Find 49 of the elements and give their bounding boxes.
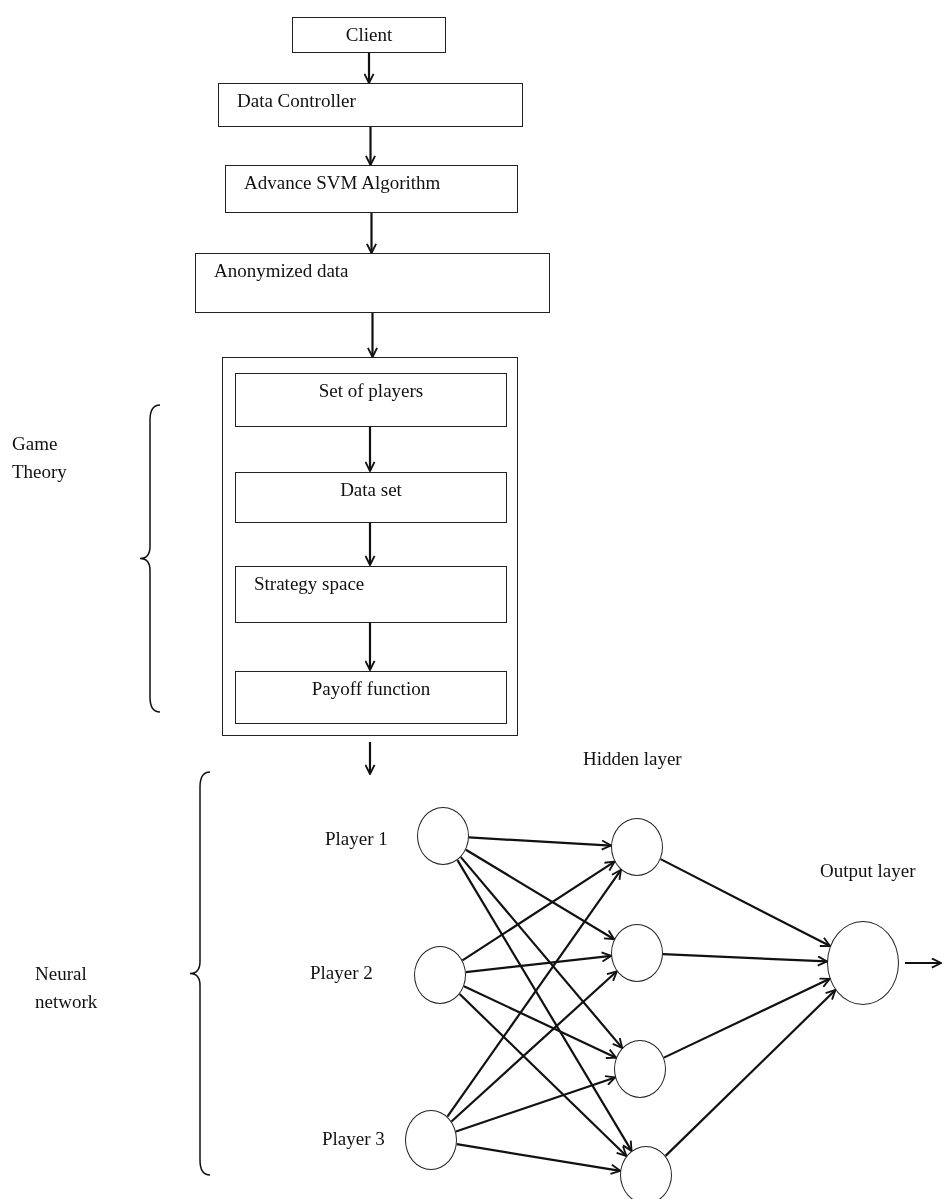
node-label: Set of players bbox=[318, 380, 424, 402]
node-label: Data set bbox=[340, 479, 402, 501]
arrow bbox=[468, 836, 612, 851]
text-label: Hidden layer bbox=[583, 748, 682, 770]
container-box bbox=[222, 357, 518, 736]
arrow bbox=[465, 848, 616, 941]
arrow bbox=[663, 977, 831, 1059]
process-box bbox=[225, 165, 518, 213]
node-label: Payoff function bbox=[311, 678, 431, 700]
arrow bbox=[460, 856, 624, 1049]
process-box bbox=[235, 373, 507, 427]
process-box bbox=[235, 472, 507, 523]
arrow bbox=[363, 53, 375, 84]
node-label: Strategy space bbox=[254, 573, 365, 595]
text-label: Output layer bbox=[820, 860, 916, 882]
node-label: Advance SVM Algorithm bbox=[244, 172, 441, 194]
node-label: Anonymized data bbox=[214, 260, 349, 282]
process-box bbox=[195, 253, 550, 313]
arrow bbox=[367, 313, 378, 358]
arrow bbox=[456, 859, 633, 1152]
process-box bbox=[292, 17, 446, 53]
arrow bbox=[364, 426, 376, 472]
node-caption: Player 2 bbox=[310, 962, 373, 984]
arrow bbox=[446, 868, 622, 1118]
process-box bbox=[218, 83, 523, 127]
arrow bbox=[364, 522, 376, 566]
arrow bbox=[461, 860, 616, 962]
arrow bbox=[456, 1143, 622, 1175]
node-caption: Player 3 bbox=[322, 1128, 385, 1150]
arrow bbox=[662, 953, 828, 967]
arrow bbox=[660, 858, 831, 948]
arrow bbox=[455, 1075, 617, 1133]
arrow bbox=[463, 985, 617, 1059]
process-box bbox=[235, 566, 507, 623]
arrow bbox=[365, 127, 376, 166]
arrow bbox=[364, 742, 376, 775]
text-label: Neural network bbox=[35, 962, 99, 1014]
arrow bbox=[465, 951, 613, 974]
arrow bbox=[450, 970, 618, 1123]
node-label: Client bbox=[345, 24, 393, 46]
arrow bbox=[366, 213, 377, 254]
arrow bbox=[905, 957, 942, 969]
arrow bbox=[664, 989, 837, 1157]
arrow bbox=[458, 993, 628, 1157]
arrow bbox=[364, 622, 376, 671]
process-box bbox=[235, 671, 507, 724]
text-label: Game Theory bbox=[12, 432, 68, 484]
node-label: Data Controller bbox=[237, 90, 356, 112]
node-caption: Player 1 bbox=[325, 828, 388, 850]
